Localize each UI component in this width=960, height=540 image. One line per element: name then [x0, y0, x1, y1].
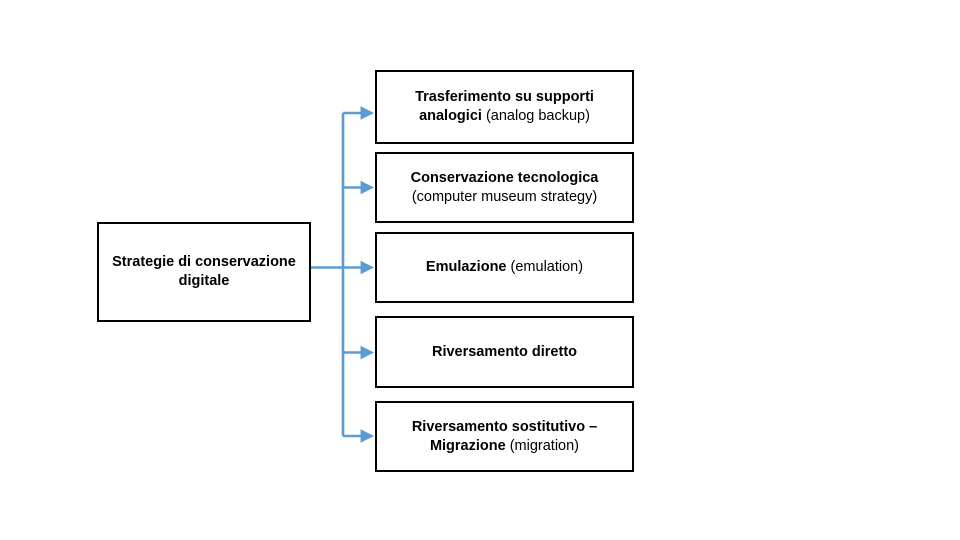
node-root-line2: digitale	[178, 273, 230, 289]
node-migration-line2-regular: (migration)	[505, 437, 580, 454]
node-migration-line2-bold: Migrazione	[429, 437, 506, 454]
node-trasferimento-su-supporti-analogici[interactable]: Trasferimento su supporti analogici (ana…	[375, 70, 634, 144]
node-direct-line1: Riversamento diretto	[431, 343, 578, 360]
node-museum-line1: Conservazione tecnologica	[410, 169, 599, 186]
node-root-line1: Strategie di conservazione	[112, 254, 296, 271]
node-analog-line2-bold: analogici	[419, 108, 482, 124]
node-migration-text: Riversamento sostitutivo – Migrazione (m…	[404, 418, 605, 455]
node-analog-line2-regular: (analog backup)	[481, 108, 590, 124]
node-analog-line1: Trasferimento su supporti	[415, 89, 594, 106]
node-emulazione[interactable]: Emulazione (emulation)	[375, 232, 634, 303]
node-root-text: Strategie di conservazione digitale	[104, 253, 304, 290]
node-museum-line2: (computer museum strategy)	[411, 188, 598, 205]
node-emul-text: Emulazione (emulation)	[418, 258, 591, 277]
node-direct-text: Riversamento diretto	[424, 343, 585, 362]
node-riversamento-sostitutivo-migrazione[interactable]: Riversamento sostitutivo – Migrazione (m…	[375, 401, 634, 472]
node-riversamento-diretto[interactable]: Riversamento diretto	[375, 316, 634, 388]
node-emul-line1-regular: (emulation)	[506, 259, 584, 276]
node-museum-text: Conservazione tecnologica (computer muse…	[403, 169, 607, 206]
node-emul-line1-bold: Emulazione	[425, 259, 507, 276]
node-conservazione-tecnologica[interactable]: Conservazione tecnologica (computer muse…	[375, 152, 634, 223]
node-migration-line1: Riversamento sostitutivo –	[411, 418, 598, 435]
node-analog-text: Trasferimento su supporti analogici (ana…	[407, 88, 602, 125]
node-strategie-di-conservazione-digitale[interactable]: Strategie di conservazione digitale	[97, 222, 311, 322]
